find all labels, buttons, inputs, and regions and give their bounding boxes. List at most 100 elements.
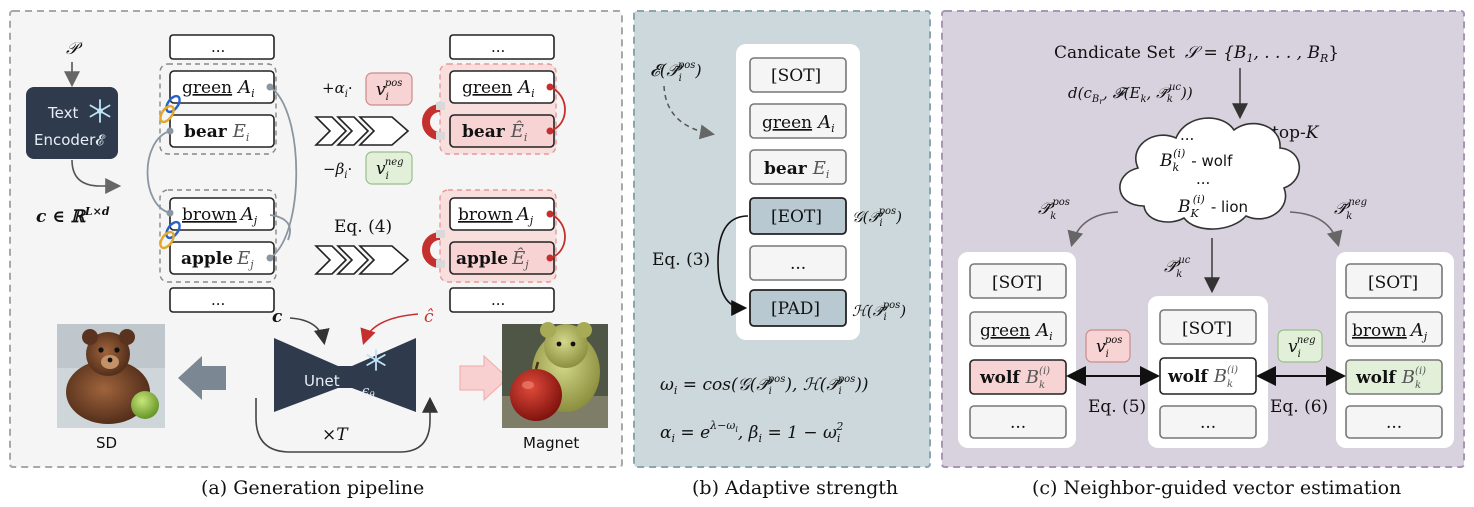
v-neg-badge-c [1277, 329, 1323, 363]
token-sot-uc-text: [SOT] [1182, 319, 1232, 339]
link-dot-red [546, 254, 554, 262]
token-bear-b [749, 149, 847, 185]
arrow-to-negative [1289, 211, 1343, 248]
encoder-output-arrow-b [663, 85, 715, 140]
v-pos-badge-c [1085, 329, 1131, 363]
chevron-arrow-icon [314, 116, 410, 146]
token-dots-pos [969, 405, 1067, 439]
token-green-right [449, 70, 555, 104]
positive-token-stack [958, 252, 1076, 448]
link-dot-red [546, 83, 554, 91]
magnet-icon [422, 102, 445, 140]
token-sot-pos-text: [SOT] [992, 273, 1042, 293]
v-neg-badge [365, 151, 413, 185]
group-link-curve-right [269, 86, 298, 259]
teddy-bear-image [57, 324, 165, 428]
token-group-1 [159, 63, 277, 155]
token-ellipsis-text-4: ... [491, 291, 505, 309]
eq3-label: Eq. (3) [652, 250, 710, 270]
negative-token-stack [1336, 252, 1454, 448]
token-eot-b-text: [EOT] [771, 207, 822, 227]
link-dot [166, 209, 174, 217]
arrow-to-positive [1067, 211, 1119, 248]
token-pad-b-text: [PAD] [771, 299, 820, 319]
sd-output-arrow [178, 356, 226, 400]
link-dot-red [546, 210, 554, 218]
token-dots-neg [1345, 405, 1443, 439]
loop-arrow [255, 396, 438, 453]
token-green-pos [969, 311, 1067, 347]
token-apple [169, 241, 275, 275]
token-bottom-ellipsis [169, 287, 275, 313]
token-dots-b-text: ... [790, 254, 806, 274]
epsilon-label: ϵθ [362, 384, 375, 401]
cloud-shape [1119, 117, 1301, 230]
unet-label: Unet [304, 372, 340, 390]
token-sot-b-text: [SOT] [771, 66, 821, 86]
eq5-label: Eq. (5) [1088, 397, 1146, 417]
g-function-label: 𝒢(𝒫̃ipos) [852, 206, 902, 229]
c-arrow [289, 317, 330, 346]
token-dots-b [749, 245, 847, 281]
caption-a: (a) Generation pipeline [201, 477, 424, 499]
token-pad-b [749, 289, 847, 327]
v-neg-text: vineg [376, 157, 404, 182]
unet-block: Unet ϵθ [274, 338, 416, 412]
chevron-arrow-icon [314, 245, 410, 275]
token-dots-pos-text: ... [1010, 413, 1026, 433]
encoder-label-line2: Encoder𝓔 [34, 131, 105, 149]
distance-formula: d(cBr, 𝓕(Ek, 𝒫̃kuc)) [1068, 82, 1193, 106]
eq3-arrow [717, 215, 749, 316]
token-brown-right [449, 197, 555, 231]
token-sot-neg-text: [SOT] [1368, 273, 1418, 293]
modified-link-curve-1 [549, 86, 566, 132]
encoder-output-label: 𝓔(𝒫̃ipos) [650, 60, 702, 84]
group-link-curve-right-2 [269, 214, 291, 241]
c-label: c [272, 307, 283, 327]
magnet-output-arrow [459, 354, 509, 402]
token-top-ellipsis-right [449, 34, 555, 60]
token-ellipsis-text: ... [211, 38, 225, 56]
minus-beta-label: −βi· [323, 160, 352, 181]
v-neg-c-text: vineg [1288, 335, 1316, 360]
embedding-label: c ∈ ℝL×d [36, 205, 110, 227]
cloud-dots-2: ... [1196, 170, 1210, 188]
token-bottom-ellipsis-right [449, 287, 555, 313]
eq6-label: Eq. (6) [1270, 397, 1328, 417]
token-eot-b [749, 197, 847, 235]
snowflake-icon [89, 99, 111, 123]
token-ellipsis-text-3: ... [491, 38, 505, 56]
chain-link-icon [159, 220, 181, 250]
token-green [169, 70, 275, 104]
apple-image [502, 322, 608, 428]
sd-label: SD [96, 434, 117, 452]
topk-label: top-K [1272, 123, 1320, 143]
v-pos-c-text: vipos [1096, 335, 1122, 360]
cloud-lion-entry: BK(i)- lion [1177, 193, 1248, 220]
c-hat-arrow [360, 313, 419, 346]
cloud-wolf-entry: Bk(i)- wolf [1159, 147, 1233, 174]
token-dots-uc [1159, 405, 1257, 439]
caption-c: (c) Neighbor-guided vector estimation [1032, 477, 1401, 499]
magnet-label: Magnet [523, 434, 579, 452]
h-function-label: ℋ(𝒫̃ipos) [852, 300, 906, 323]
token-wolf-neg [1345, 359, 1443, 395]
text-encoder-block: Text Encoder𝓔 [26, 87, 118, 159]
token-green-b [749, 103, 847, 139]
encoder-label-line1: Text [47, 104, 78, 122]
snowflake-icon [366, 349, 386, 371]
cloud-dots-1: ... [1180, 126, 1194, 144]
magnet-icon [422, 230, 445, 268]
omega-equation: ωi = cos(𝒢(𝒫̃ipos), ℋ(𝒫̃ipos)) [660, 374, 869, 397]
